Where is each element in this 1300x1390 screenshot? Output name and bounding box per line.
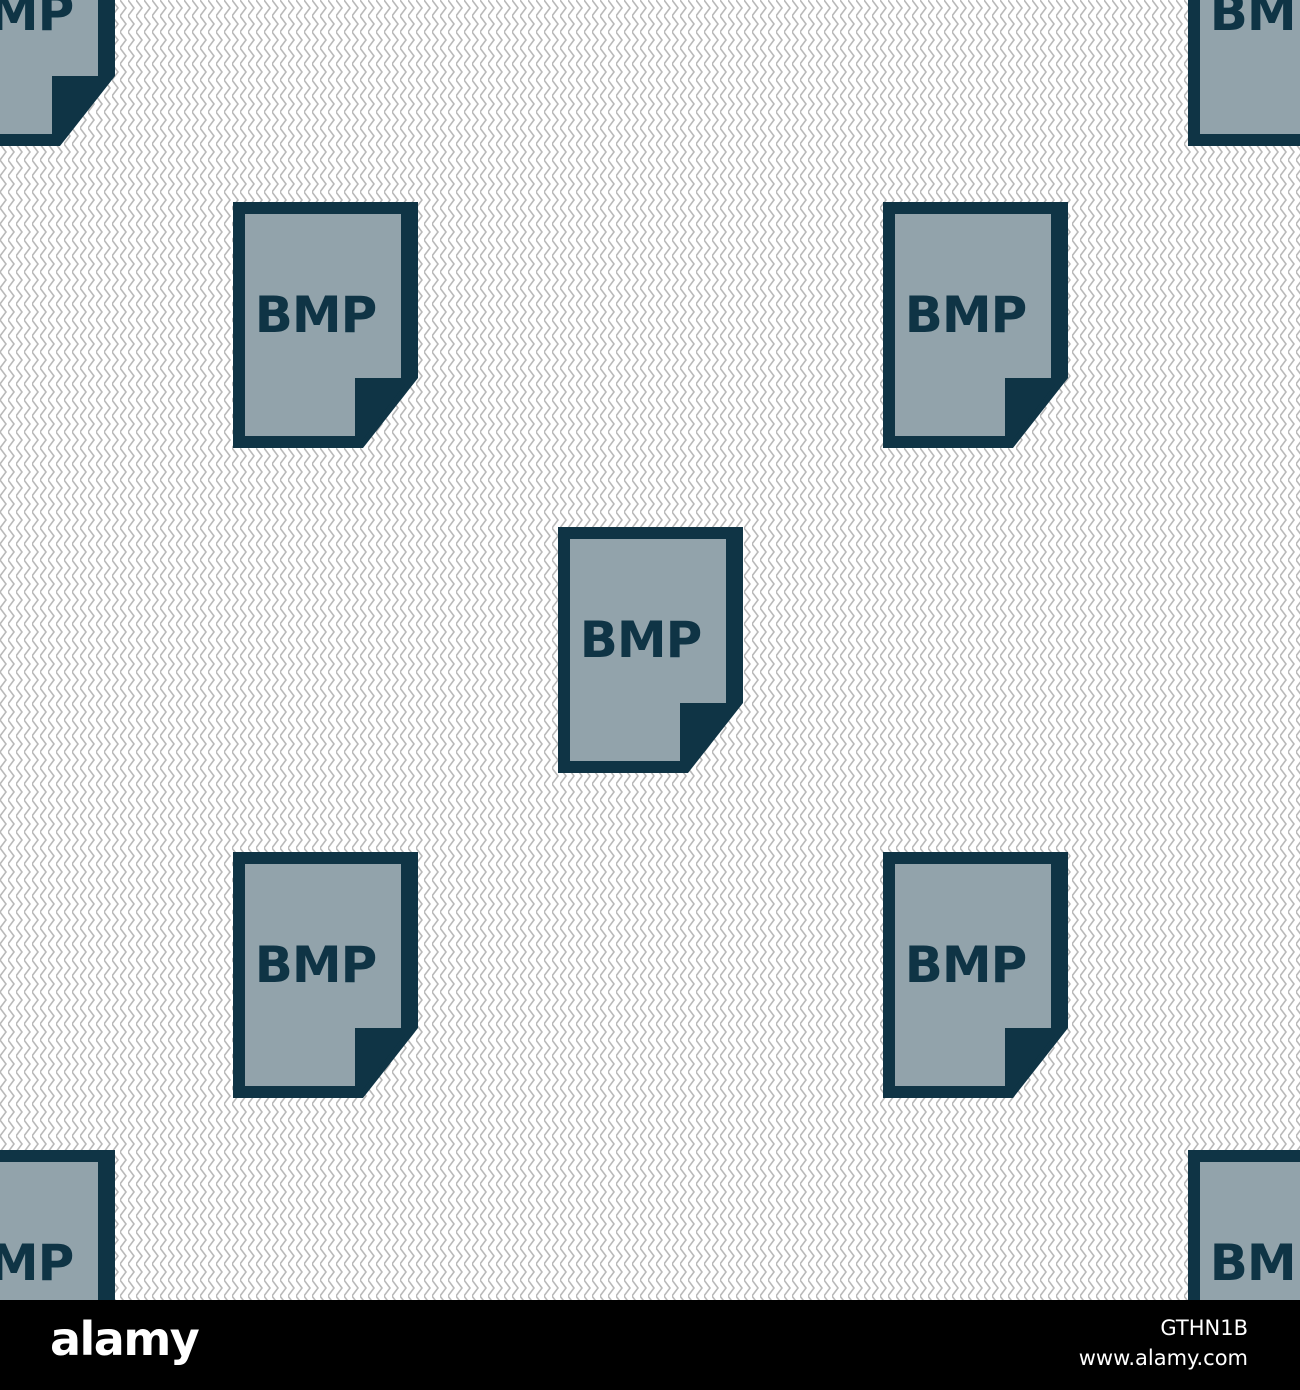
bmp-file-icon: BMP <box>558 527 743 775</box>
bmp-file-icon: BMP <box>1188 1150 1300 1300</box>
alamy-logo: alamy <box>50 1312 200 1366</box>
file-type-label: BMP <box>904 286 1028 344</box>
file-type-label: BMP <box>1209 0 1300 42</box>
bmp-file-icon: BMP <box>0 1150 115 1300</box>
file-type-label: BMP <box>904 936 1028 994</box>
file-type-label: BMP <box>254 936 378 994</box>
file-type-label: BMP <box>254 286 378 344</box>
file-type-label: BMP <box>0 1234 74 1292</box>
bmp-file-icon: BMP <box>233 852 418 1100</box>
stock-footer-bar: alamy GTHN1B www.alamy.com <box>0 1300 1300 1390</box>
file-type-label: BMP <box>1209 1234 1300 1292</box>
bmp-file-icon: BMP <box>1188 0 1300 148</box>
bmp-file-icon: BMP <box>883 852 1068 1100</box>
bmp-file-icon: BMP <box>0 0 115 148</box>
file-type-label: BMP <box>0 0 74 42</box>
site-url-label: www.alamy.com <box>1078 1346 1248 1370</box>
file-type-label: BMP <box>579 611 703 669</box>
bmp-file-icon: BMP <box>233 202 418 450</box>
seamless-pattern-background: BMP BMP BMP BMP BMP BMP BMP BMP BMP <box>0 0 1300 1300</box>
image-id-label: GTHN1B <box>1160 1316 1248 1340</box>
bmp-file-icon: BMP <box>883 202 1068 450</box>
